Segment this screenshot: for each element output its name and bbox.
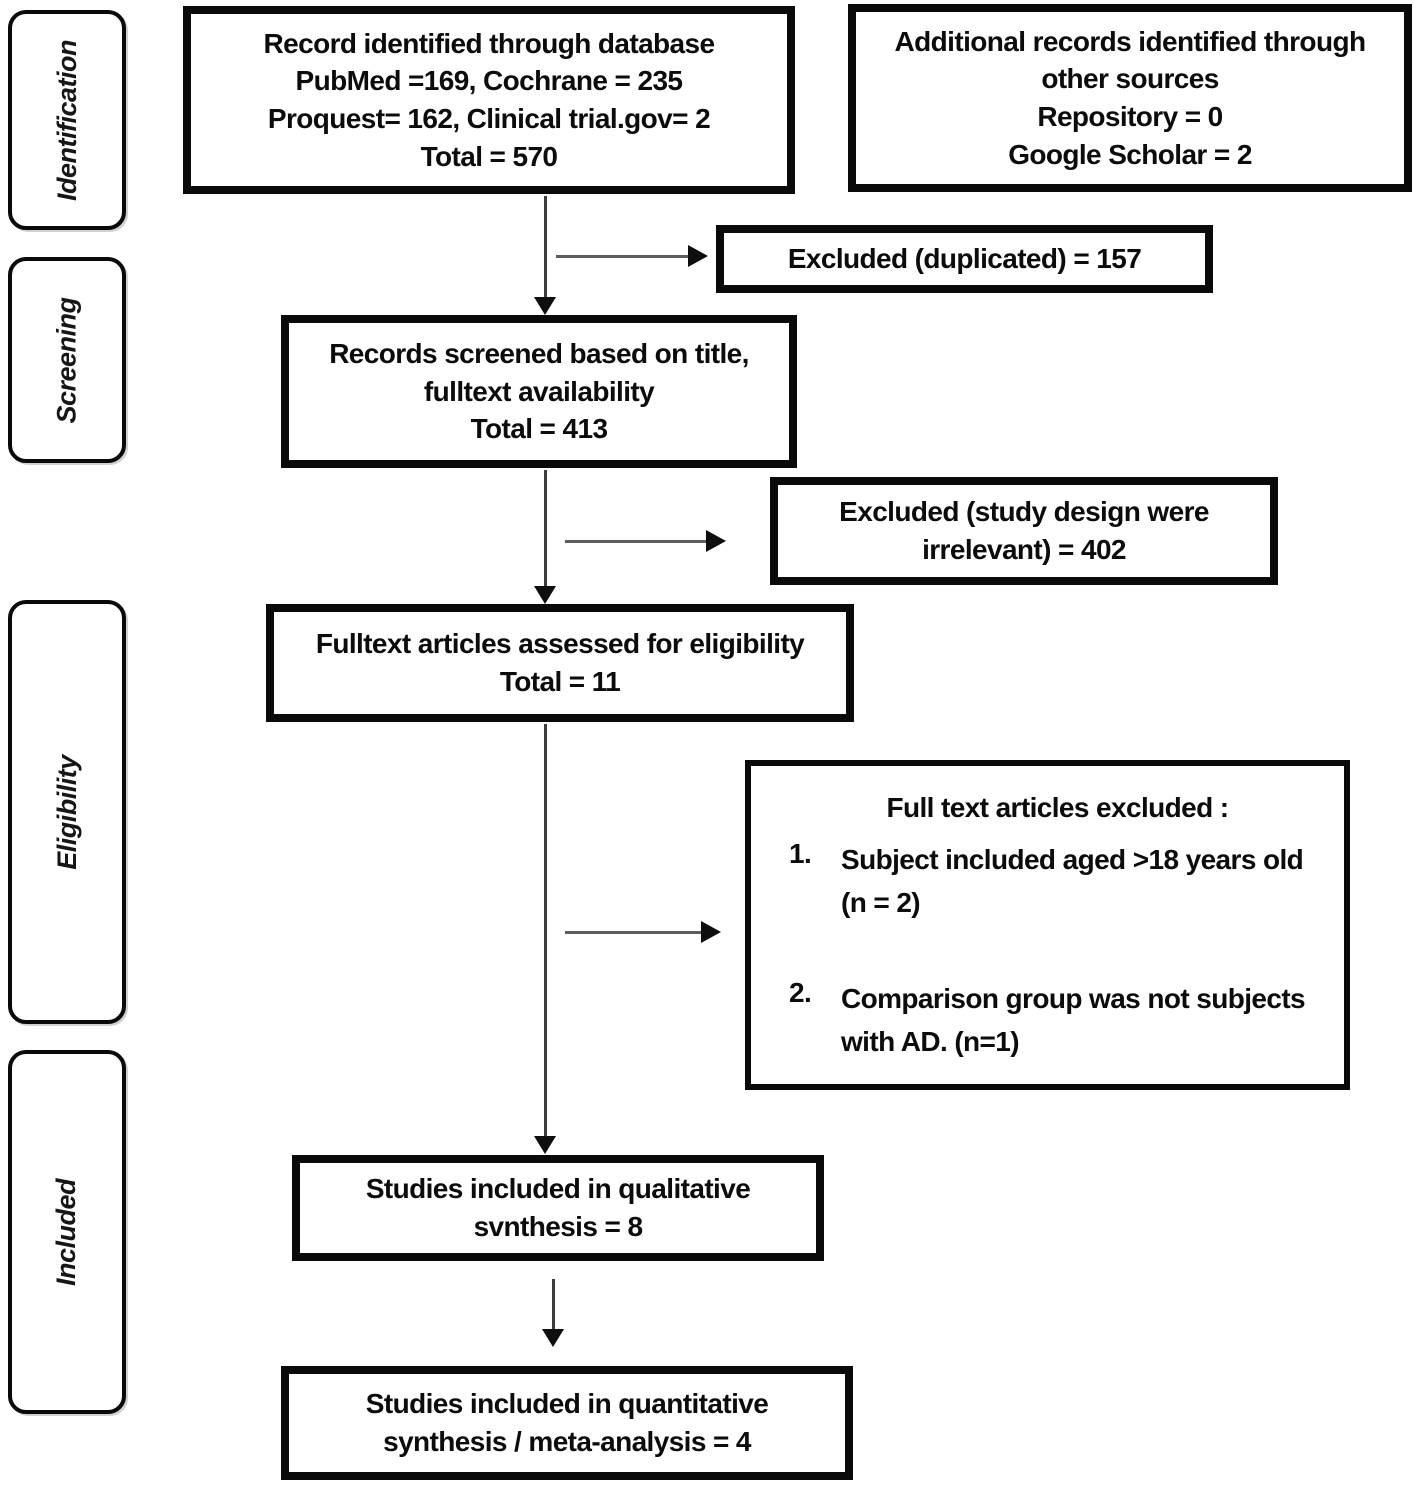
arrow-fulltext-to-qualitative-head-icon	[534, 1136, 556, 1154]
arrow-to-fulltext-excluded-head-icon	[701, 921, 721, 943]
records-screened-text: Records screened based on title, fulltex…	[329, 338, 749, 445]
excluded-duplicated-box: Excluded (duplicated) = 157	[716, 225, 1213, 293]
arrow-identified-to-screened-line	[544, 196, 547, 300]
arrow-fulltext-to-qualitative-line	[544, 724, 547, 1138]
excluded-duplicated-text: Excluded (duplicated) = 157	[787, 243, 1142, 275]
additional-records-text: Additional records identified through ot…	[894, 25, 1367, 170]
qualitative-synthesis-box: Studies included in qualitative svnthesi…	[292, 1155, 824, 1261]
fulltext-assessed-text: Fulltext articles assessed for eligibili…	[315, 628, 805, 697]
stage-included-label: Included	[51, 1178, 82, 1286]
arrow-to-excluded-duplicated-line	[556, 255, 690, 258]
stage-eligibility-label: Eligibility	[51, 754, 82, 870]
arrow-to-excluded-design-line	[565, 540, 708, 543]
fulltext-excluded-item-1-text: Subject included aged >18 years old (n =…	[841, 844, 1304, 919]
records-screened-box: Records screened based on title, fulltex…	[281, 315, 797, 468]
quantitative-synthesis-text: Studies included in quantitative synthes…	[365, 1388, 769, 1457]
fulltext-excluded-box: Full text articles excluded : 1. Subject…	[745, 760, 1350, 1090]
arrow-qualitative-to-quantitative-head-icon	[542, 1329, 564, 1347]
fulltext-excluded-item-1: 1. Subject included aged >18 years old (…	[789, 838, 1326, 925]
fulltext-excluded-item-2: 2. Comparison group was not subjects wit…	[789, 977, 1326, 1064]
fulltext-excluded-title: Full text articles excluded :	[886, 792, 1229, 823]
arrow-screened-to-fulltext-line	[544, 470, 547, 588]
fulltext-excluded-item-2-text: Comparison group was not subjects with A…	[841, 982, 1306, 1058]
arrow-to-excluded-duplicated-head-icon	[688, 245, 708, 267]
stage-identification: Identification	[8, 10, 126, 230]
stage-screening-label: Screening	[51, 296, 82, 424]
records-identified-text: Record identified through database PubMe…	[263, 27, 716, 172]
stage-included: Included	[8, 1050, 126, 1414]
records-identified-box: Record identified through database PubMe…	[183, 6, 795, 194]
arrow-identified-to-screened-head-icon	[534, 297, 556, 315]
qualitative-synthesis-text: Studies included in qualitative svnthesi…	[365, 1173, 751, 1242]
stage-eligibility: Eligibility	[8, 600, 126, 1024]
fulltext-excluded-item-1-number: 1.	[789, 838, 812, 869]
arrow-to-fulltext-excluded-line	[565, 931, 703, 934]
stage-identification-label: Identification	[51, 39, 82, 201]
arrow-qualitative-to-quantitative-line	[552, 1279, 555, 1331]
fulltext-assessed-box: Fulltext articles assessed for eligibili…	[266, 604, 854, 722]
additional-records-box: Additional records identified through ot…	[848, 4, 1412, 192]
arrow-to-excluded-design-head-icon	[706, 530, 726, 552]
excluded-design-box: Excluded (study design were irrelevant) …	[770, 477, 1278, 585]
arrow-screened-to-fulltext-head-icon	[534, 586, 556, 604]
fulltext-excluded-item-2-number: 2.	[789, 976, 812, 1008]
excluded-design-text: Excluded (study design were irrelevant) …	[839, 496, 1209, 565]
stage-screening: Screening	[8, 257, 126, 463]
quantitative-synthesis-box: Studies included in quantitative synthes…	[281, 1366, 853, 1480]
